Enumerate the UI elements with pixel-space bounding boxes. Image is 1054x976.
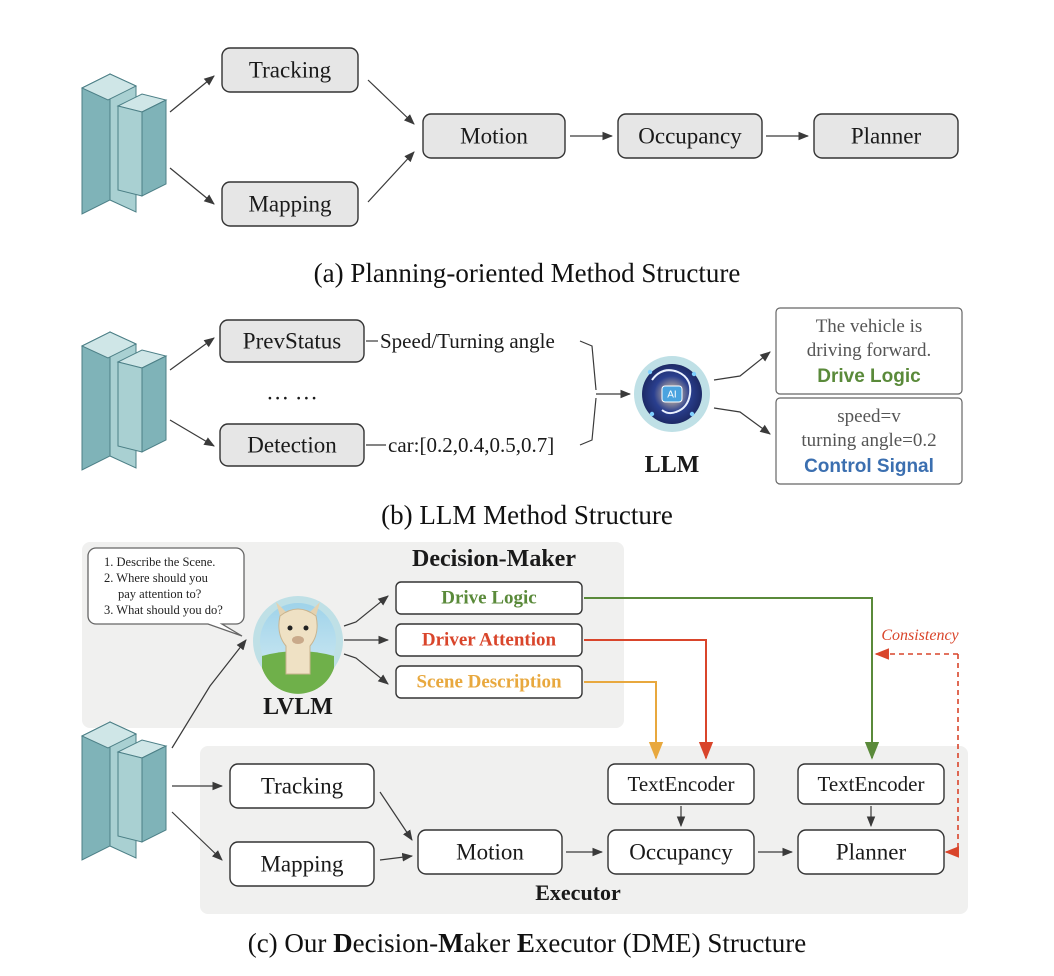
- prevstatus-label: PrevStatus: [243, 329, 341, 354]
- detection-values-label: car:[0.2,0.4,0.5,0.7]: [388, 433, 554, 457]
- consistency-arrow-bottom: [944, 654, 959, 858]
- detection-node: Detection: [219, 423, 365, 467]
- drive-logic-label: Drive Logic: [441, 588, 537, 609]
- text-encoder-2-label: TextEncoder: [818, 772, 925, 796]
- llm-label: LLM: [645, 452, 700, 478]
- control-signal-text-1: speed=v: [837, 406, 901, 427]
- drive-logic-arrow: [584, 597, 880, 760]
- drive-logic-box: Drive Logic: [395, 581, 583, 615]
- text-encoder-1-label: TextEncoder: [628, 772, 735, 796]
- drive-logic-title: Drive Logic: [817, 366, 921, 387]
- sensor-cube-icon: [80, 331, 168, 471]
- caption-c-part-6: E: [517, 928, 535, 958]
- prevstatus-node: PrevStatus: [219, 319, 365, 363]
- motion-label: Motion: [460, 124, 528, 149]
- scene-description-arrow: [584, 681, 664, 760]
- ellipsis-label: … …: [266, 380, 318, 405]
- caption-c-part-5: aker: [464, 928, 517, 958]
- exec-planner-label: Planner: [836, 840, 907, 865]
- decision-maker-label: Decision-Maker: [412, 546, 576, 572]
- bubble-line-2: 2. Where should you: [104, 571, 209, 585]
- occupancy-node: Occupancy: [617, 113, 763, 159]
- text-encoder-1-node: TextEncoder: [607, 763, 755, 805]
- caption-c-part-2: D: [333, 928, 353, 958]
- scene-description-box: Scene Description: [395, 665, 583, 699]
- control-signal-output: speed=v turning angle=0.2 Control Signal: [775, 397, 963, 485]
- llama-avatar-icon: [253, 596, 343, 694]
- drive-logic-text-1: The vehicle is: [816, 316, 923, 337]
- bubble-line-4: 3. What should you do?: [104, 603, 223, 617]
- caption-c-part-7: xecutor (DME) Structure: [535, 928, 806, 958]
- caption-c-part-4: M: [438, 928, 463, 958]
- occupancy-label: Occupancy: [638, 124, 742, 149]
- detection-label: Detection: [247, 433, 337, 458]
- drive-logic-text-2: driving forward.: [807, 340, 932, 361]
- caption-c: (c) Our Decision-Maker Executor (DME) St…: [248, 928, 807, 958]
- exec-occupancy-label: Occupancy: [629, 840, 733, 865]
- exec-mapping-node: Mapping: [229, 841, 375, 887]
- driver-attention-box: Driver Attention: [395, 623, 583, 657]
- llm-icon-text: AI: [667, 390, 676, 401]
- driver-attention-label: Driver Attention: [422, 630, 557, 651]
- caption-c-part-1: (c) Our: [248, 928, 333, 958]
- executor-label: Executor: [535, 880, 621, 905]
- caption-b: (b) LLM Method Structure: [381, 500, 673, 530]
- mapping-node: Mapping: [221, 181, 359, 227]
- executor-panel: [200, 746, 968, 914]
- exec-mapping-label: Mapping: [260, 852, 344, 877]
- prompt-speech-bubble: 1. Describe the Scene. 2. Where should y…: [87, 547, 245, 637]
- panel-c: 1. Describe the Scene. 2. Where should y…: [80, 542, 968, 958]
- mapping-label: Mapping: [248, 192, 332, 217]
- exec-tracking-label: Tracking: [261, 774, 344, 799]
- tracking-label: Tracking: [249, 58, 332, 83]
- caption-c-part-3: ecision-: [353, 928, 438, 958]
- caption-a: (a) Planning-oriented Method Structure: [314, 258, 741, 288]
- panel-b: PrevStatus … … Detection Speed/Turning a…: [80, 307, 963, 530]
- motion-node: Motion: [422, 113, 566, 159]
- panel-a: Tracking Mapping Motion Occupancy Planne…: [80, 47, 959, 288]
- bubble-line-3: pay attention to?: [118, 587, 202, 601]
- planner-node: Planner: [813, 113, 959, 159]
- consistency-label: Consistency: [881, 627, 959, 644]
- sensor-cube-icon: [80, 721, 168, 861]
- planner-label: Planner: [851, 124, 922, 149]
- exec-occupancy-node: Occupancy: [607, 829, 755, 875]
- text-encoder-2-node: TextEncoder: [797, 763, 945, 805]
- exec-motion-node: Motion: [417, 829, 563, 875]
- control-signal-title: Control Signal: [804, 456, 934, 477]
- exec-motion-label: Motion: [456, 840, 524, 865]
- tracking-node: Tracking: [221, 47, 359, 93]
- driver-attention-arrow: [584, 639, 714, 760]
- scene-description-label: Scene Description: [416, 672, 562, 693]
- exec-tracking-node: Tracking: [229, 763, 375, 809]
- sensor-cube-icon: [80, 73, 168, 215]
- control-signal-text-2: turning angle=0.2: [801, 430, 936, 451]
- speed-turning-label: Speed/Turning angle: [380, 329, 555, 353]
- bubble-line-1: 1. Describe the Scene.: [104, 555, 215, 569]
- lvlm-label: LVLM: [263, 694, 333, 720]
- drive-logic-output: The vehicle is driving forward. Drive Lo…: [775, 307, 963, 395]
- exec-planner-node: Planner: [797, 829, 945, 875]
- llm-ai-icon: AI: [634, 356, 710, 432]
